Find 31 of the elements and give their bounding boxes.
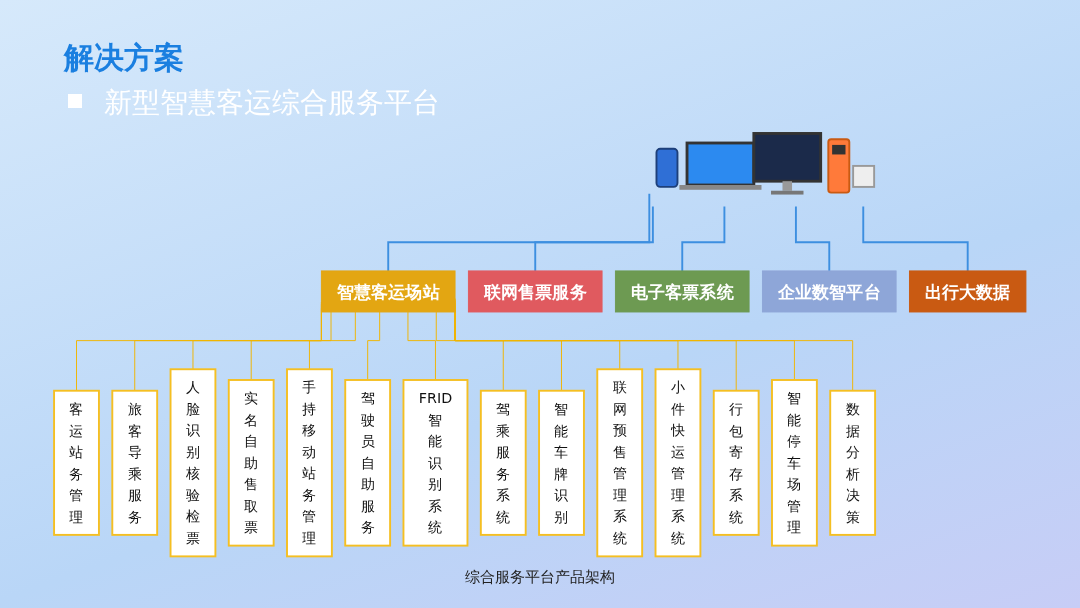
- connector: [534, 205, 654, 272]
- connector: [862, 205, 969, 272]
- connector: [407, 311, 436, 381]
- node-box: 驾驶员自助服务: [344, 379, 392, 547]
- node-box: 智慧客运场站: [320, 270, 456, 313]
- connector: [250, 311, 332, 381]
- caption: 综合服务平台产品架构: [465, 568, 615, 587]
- node-box: 出行大数据: [909, 270, 1027, 313]
- node-box: 人脸识别核验检票: [169, 368, 217, 558]
- node-box: 客运站务管理: [53, 389, 100, 536]
- node-box: 电子客票系统: [614, 270, 750, 313]
- title: 解决方案: [64, 39, 184, 77]
- node-box: 企业数智平台: [761, 270, 897, 313]
- node-box: 联网预售管理系统: [596, 368, 644, 558]
- node-box: 联网售票服务: [467, 270, 603, 313]
- connector: [367, 311, 381, 381]
- connector: [308, 311, 356, 370]
- connector: [387, 192, 651, 272]
- connector: [681, 205, 726, 272]
- node-box: 手持移动站务管理: [286, 368, 333, 558]
- connector: [794, 205, 831, 272]
- node-box: FRID智能识别系统: [402, 379, 469, 547]
- node-box: 旅客导乘服务: [111, 389, 159, 536]
- node-box: 数据分析决策: [829, 389, 877, 536]
- node-box: 实名自助售取票: [227, 379, 275, 547]
- node-box: 驾乘服务系统: [479, 389, 527, 536]
- node-box: 智能车牌识别: [538, 389, 585, 536]
- node-box: 小件快运管理系统: [654, 368, 702, 558]
- node-box: 智能停车场管理: [771, 379, 818, 547]
- node-box: 行包寄存系统: [712, 389, 760, 536]
- connector: [435, 311, 504, 392]
